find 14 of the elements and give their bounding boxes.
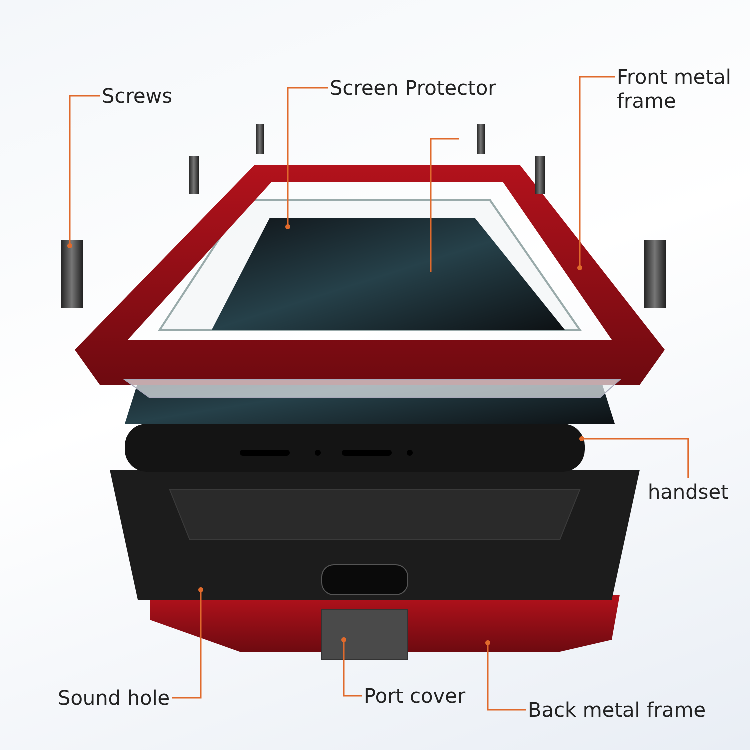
callout-label: Sound hole <box>58 686 170 710</box>
callout-label: Screen Protector <box>330 76 496 100</box>
callout-label: Port cover <box>364 684 466 708</box>
leader-line <box>68 95 100 248</box>
leader-line <box>486 640 526 711</box>
callout-label: handset <box>648 480 729 504</box>
leader-line <box>342 638 362 697</box>
leader-line <box>578 76 615 270</box>
callout-label: Front metal frame <box>617 65 742 113</box>
leader-line <box>580 436 690 478</box>
callout-label: Screws <box>102 84 173 108</box>
callout-label: Back metal frame <box>528 698 706 722</box>
leader-line <box>172 588 204 699</box>
leader-line <box>286 87 328 230</box>
